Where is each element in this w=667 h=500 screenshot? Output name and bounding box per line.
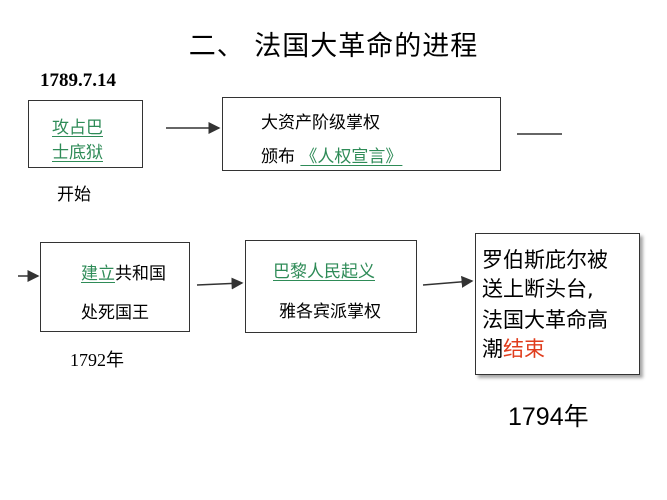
box-bourgeoisie-power: 大资产阶级掌权 颁布 《人权宣言》: [222, 97, 501, 171]
text-republic: 建立共和国: [81, 259, 166, 284]
text-declaration-prefix: 颁布: [261, 147, 295, 167]
text-bourgeoisie-power: 大资产阶级掌权: [261, 113, 380, 133]
date-1789: 1789.7.14: [40, 70, 116, 91]
text-robespierre-4: 潮结束: [482, 335, 545, 364]
text-robespierre-2: 送上断头台,: [482, 277, 594, 301]
text-end-highlight: 结束: [503, 337, 545, 361]
link-storm-bastille-2[interactable]: 士底狱: [52, 143, 103, 163]
arrow-stage3-to-stage4: [196, 277, 244, 290]
date-1794: 1794年: [508, 403, 589, 431]
box-storming-bastille: 攻占巴 士底狱: [28, 100, 143, 168]
text-robespierre-3: 法国大革命高: [482, 308, 608, 332]
text-jacobins: 雅各宾派掌权: [279, 302, 381, 322]
text-climax: 潮: [482, 337, 503, 361]
text-execute-king: 处死国王: [81, 303, 149, 323]
link-establish[interactable]: 建立: [81, 264, 115, 284]
link-declaration-rights[interactable]: 《人权宣言》: [300, 147, 403, 167]
date-1792: 1792年: [70, 350, 124, 370]
link-storm-bastille-1[interactable]: 攻占巴: [52, 118, 103, 138]
box-paris-uprising: 巴黎人民起义 雅各宾派掌权: [245, 240, 417, 333]
box-republic: 建立共和国 处死国王: [40, 242, 190, 332]
caption-start: 开始: [57, 185, 91, 205]
text-declaration: 颁布 《人权宣言》: [261, 142, 402, 167]
diagram-title: 二、 法国大革命的进程: [188, 31, 479, 62]
arrow-stage4-to-stage5: [422, 275, 474, 288]
text-republic-rest: 共和国: [115, 264, 166, 284]
box-robespierre: 罗伯斯庇尔被 送上断头台, 法国大革命高 潮结束: [475, 233, 640, 375]
link-paris-uprising[interactable]: 巴黎人民起义: [273, 262, 375, 282]
text-robespierre-1: 罗伯斯庇尔被: [482, 248, 608, 272]
